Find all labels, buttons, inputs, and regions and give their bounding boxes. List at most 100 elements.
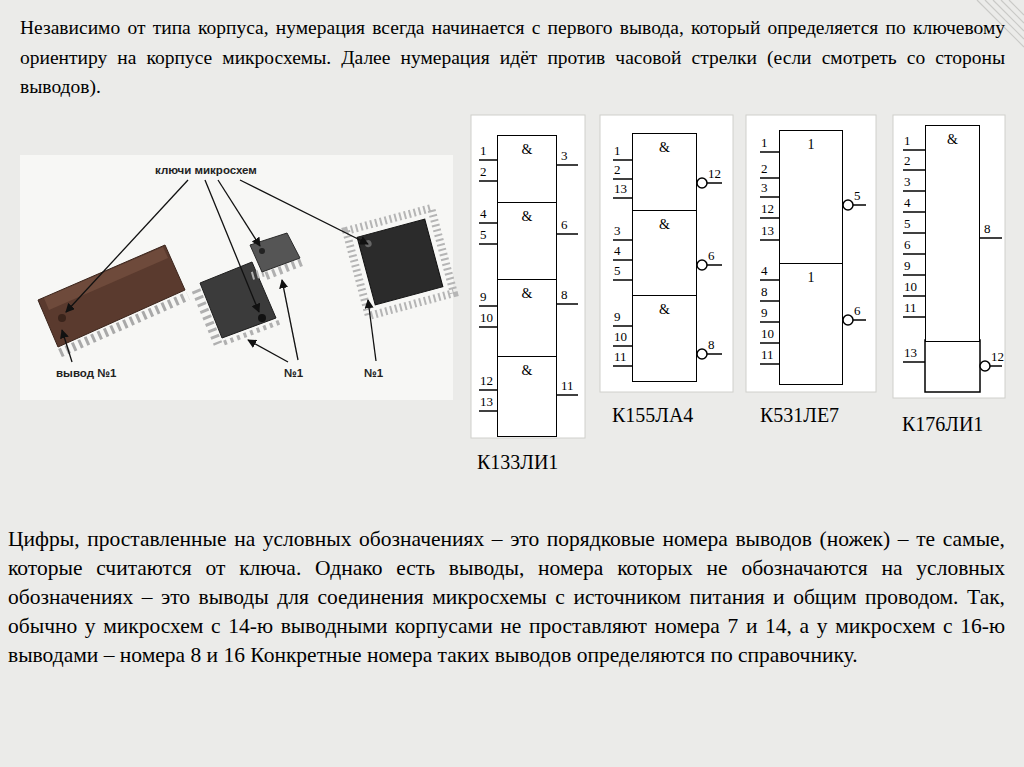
pin-number: 5 (480, 228, 487, 242)
pin-number: 5 (614, 264, 621, 278)
pin-number: 2 (904, 154, 911, 168)
schematic-panel (746, 115, 876, 392)
input-pin-line (760, 363, 779, 365)
gate-symbol: & (498, 286, 556, 301)
chip-symbol (893, 115, 1005, 398)
input-pin-line (479, 410, 497, 412)
chip-symbol (746, 115, 876, 392)
input-pin-line (479, 326, 497, 328)
pin-number: 5 (854, 189, 861, 203)
pin-number: 1 (761, 136, 768, 150)
explanation-text: Цифры, проставленные на условных обознач… (8, 525, 1005, 670)
pin-number: 8 (984, 222, 991, 236)
gate-box: & (632, 295, 697, 382)
chip-name: К176ЛИ1 (902, 412, 983, 436)
gate-box: & (632, 133, 697, 212)
input-pin-line (613, 325, 632, 327)
qfp-chip (346, 208, 454, 316)
inversion-bubble (843, 200, 853, 210)
dip-chip-black (200, 262, 276, 338)
pin-number: 8 (761, 285, 768, 299)
chip-pins (252, 272, 266, 276)
leader-line (282, 280, 298, 360)
pin-number: 2 (480, 165, 487, 179)
pin-number: 9 (904, 259, 911, 273)
pin-number: 12 (480, 374, 493, 388)
gate-symbol: & (498, 142, 556, 157)
pin-number: 12 (761, 202, 774, 216)
gate-symbol: 1 (780, 137, 842, 152)
leader-line (205, 180, 259, 312)
chip-photo (20, 155, 454, 400)
gate-box: & (497, 135, 557, 204)
pin-number: 1 (904, 134, 911, 148)
output-pin-line (980, 237, 1002, 239)
pin-number: 10 (904, 280, 917, 294)
gate-symbol: & (633, 140, 696, 155)
gate-symbol: & (633, 302, 696, 317)
input-pin-line (903, 316, 925, 318)
dip-chip-brown (38, 245, 185, 347)
output-pin-line (557, 164, 578, 166)
pin-number: 3 (561, 149, 568, 163)
pin-number: 2 (761, 162, 768, 176)
pin-number: 8 (561, 288, 568, 302)
pin-number: 4 (480, 207, 487, 221)
gate-box: & (632, 210, 697, 297)
pin-number: 11 (761, 348, 774, 362)
qfp-body (357, 219, 443, 305)
input-pin-line (479, 159, 497, 161)
input-pin-line (903, 295, 925, 297)
output-pin-line (707, 182, 722, 184)
gate-symbol: & (498, 363, 556, 378)
pin-number: 13 (761, 224, 774, 238)
pin-number: 4 (904, 196, 911, 210)
input-pin-line (760, 300, 779, 302)
decor-line (1009, 0, 1024, 15)
input-pin-line (613, 259, 632, 261)
output-pin-line (853, 319, 866, 321)
chip-key (258, 314, 266, 322)
gate-symbol: 1 (780, 270, 842, 285)
pin-number: 12 (991, 350, 1004, 364)
chip-key (259, 248, 265, 254)
photo-caption: №1 (284, 366, 303, 380)
input-pin-line (760, 217, 779, 219)
gate-symbol: & (498, 209, 556, 224)
pin-number: 12 (708, 167, 721, 181)
pin-number: 6 (854, 304, 861, 318)
pin-number: 4 (614, 244, 621, 258)
input-pin-line (479, 243, 497, 245)
pin-number: 10 (614, 330, 627, 344)
inversion-bubble (697, 260, 707, 270)
dip-chip-small (250, 233, 300, 272)
pin-number: 10 (480, 311, 493, 325)
pin-number: 5 (904, 217, 911, 231)
input-pin-line (479, 180, 497, 182)
pin-number: 3 (761, 181, 768, 195)
output-pin-line (707, 264, 722, 266)
output-pin-line (557, 303, 578, 305)
leader-line (248, 340, 288, 362)
input-pin-line (760, 151, 779, 153)
input-pin-line (479, 222, 497, 224)
input-pin-line (760, 279, 779, 281)
pin-number: 11 (561, 379, 574, 393)
schematic-panel (893, 115, 1005, 398)
inversion-bubble (697, 349, 707, 359)
intro-text: Независимо от типа корпуса, нумерация вс… (20, 13, 1005, 102)
input-pin-line (613, 345, 632, 347)
input-pin-line (903, 169, 925, 171)
chip-key (58, 314, 66, 322)
pin-number: 1 (614, 144, 621, 158)
input-pin-line (760, 196, 779, 198)
schematic-panel (471, 115, 585, 438)
output-pin-line (990, 365, 1002, 367)
input-pin-line (903, 361, 925, 363)
chip-name: К133ЛИ1 (477, 450, 558, 474)
pin-number: 1 (480, 144, 487, 158)
leader-line (218, 180, 260, 246)
pin-number: 6 (561, 218, 568, 232)
pin-number: 13 (480, 395, 493, 409)
input-pin-line (760, 177, 779, 179)
